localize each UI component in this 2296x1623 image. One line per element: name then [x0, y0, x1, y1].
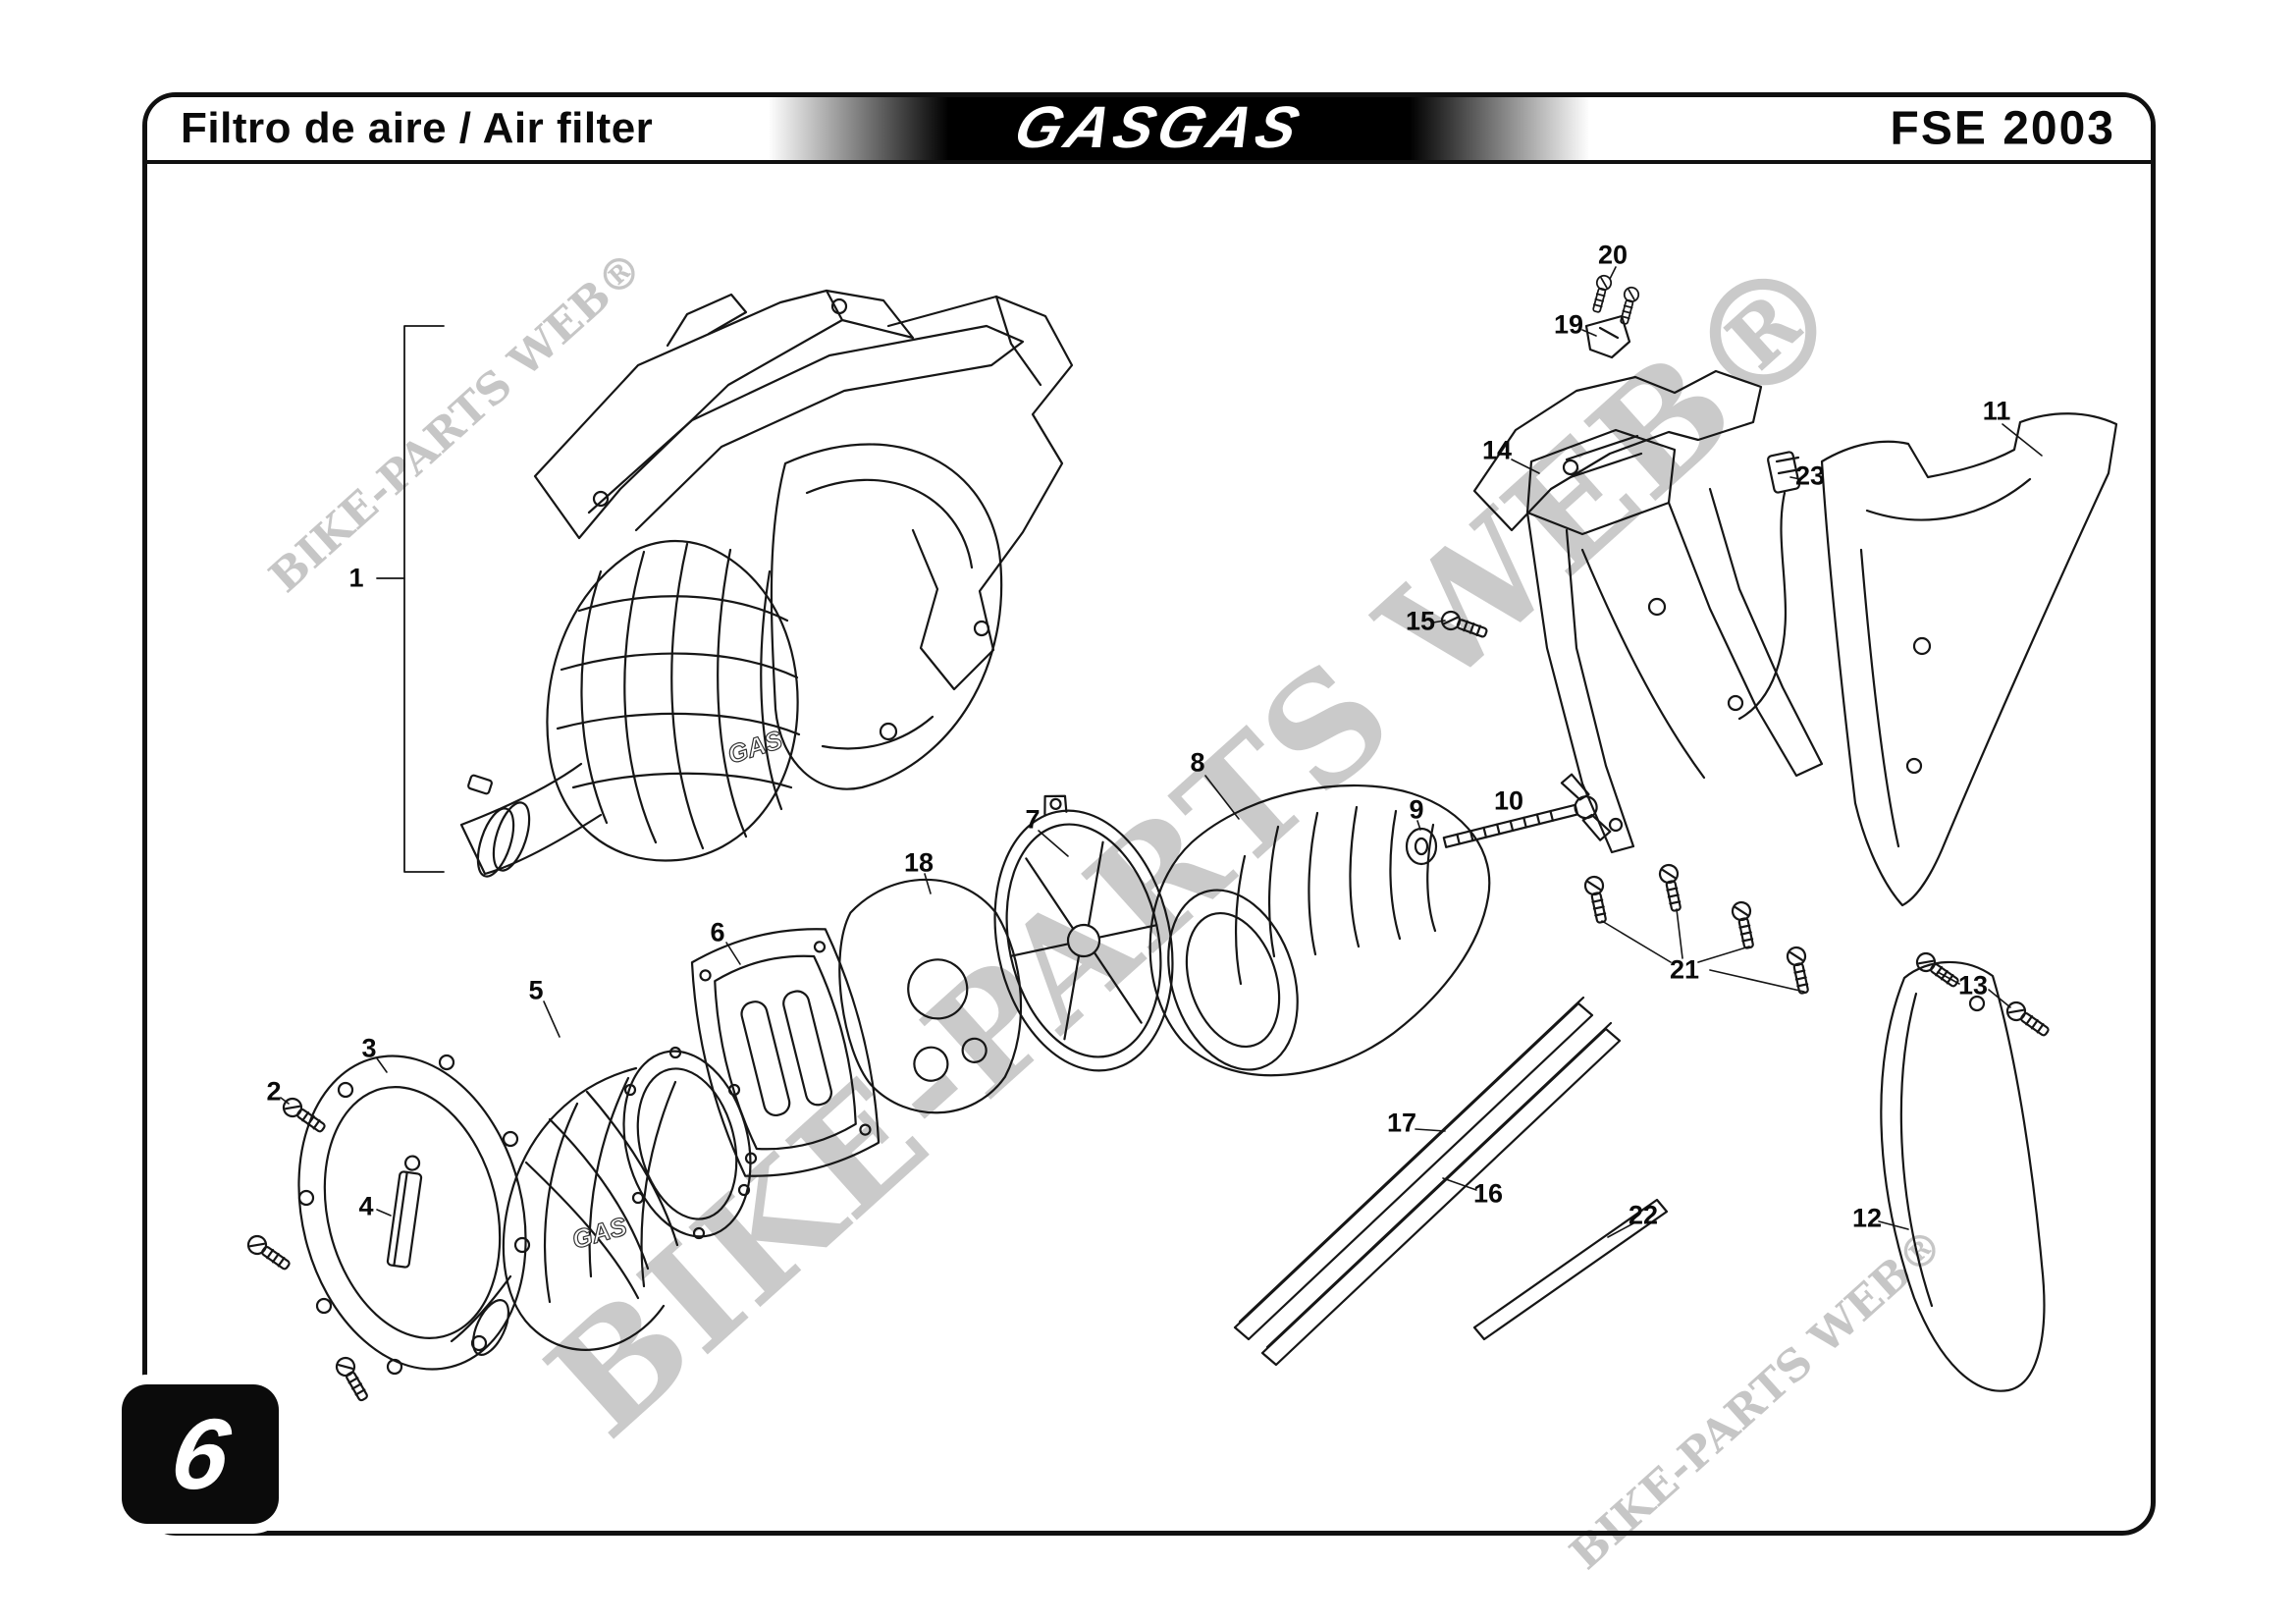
- part-callout-15: 15: [1405, 606, 1436, 636]
- part-callout-1: 1: [348, 563, 364, 593]
- filter-backing-plate: [838, 878, 1023, 1114]
- part-callout-7: 7: [1025, 804, 1041, 835]
- leader-lines: [280, 266, 2043, 1238]
- part-callout-9: 9: [1409, 794, 1424, 825]
- part-callout-22: 22: [1628, 1200, 1659, 1230]
- part-callout-20: 20: [1597, 240, 1629, 270]
- page-number-badge: 6: [122, 1384, 279, 1524]
- bracket-clip: [1584, 314, 1631, 359]
- mounting-strips: [1233, 996, 1622, 1367]
- callout-bracket-part1: [376, 325, 445, 873]
- part-callout-10: 10: [1493, 785, 1524, 816]
- intake-flange-gasket: [297, 1054, 531, 1376]
- part-callout-8: 8: [1190, 747, 1205, 778]
- washer: [1405, 827, 1438, 866]
- part-callout-14: 14: [1481, 435, 1513, 465]
- part-callout-21: 21: [1669, 954, 1700, 985]
- filter-gasket: [690, 928, 881, 1177]
- part-callout-19: 19: [1553, 309, 1584, 340]
- page-number: 6: [164, 1398, 237, 1510]
- part-callout-12: 12: [1851, 1203, 1883, 1233]
- part-callout-11: 11: [1982, 396, 2011, 426]
- part-callout-18: 18: [903, 847, 934, 878]
- rear-fender: [1820, 412, 2118, 907]
- part-callout-13: 13: [1957, 970, 1989, 1001]
- part-callout-6: 6: [710, 917, 725, 947]
- airbox-assembly-left: GAS: [459, 289, 1074, 878]
- part-callout-17: 17: [1386, 1108, 1417, 1138]
- part-callout-16: 16: [1472, 1178, 1504, 1209]
- part-callout-4: 4: [358, 1191, 374, 1221]
- part-callout-5: 5: [528, 975, 544, 1005]
- filter-bolt: [1442, 773, 1612, 848]
- filter-cage: [993, 794, 1174, 1072]
- part-callout-3: 3: [361, 1033, 377, 1063]
- mounting-strip-small: [1472, 1198, 1669, 1341]
- subframe-airbox-right: [1472, 369, 1824, 854]
- part-callout-2: 2: [266, 1076, 282, 1107]
- air-filter-foam: [1148, 784, 1491, 1077]
- filter-clamp: [386, 1155, 423, 1269]
- mud-flap: [1880, 960, 2046, 1392]
- part-callout-23: 23: [1794, 460, 1826, 491]
- connector: [1737, 451, 1802, 721]
